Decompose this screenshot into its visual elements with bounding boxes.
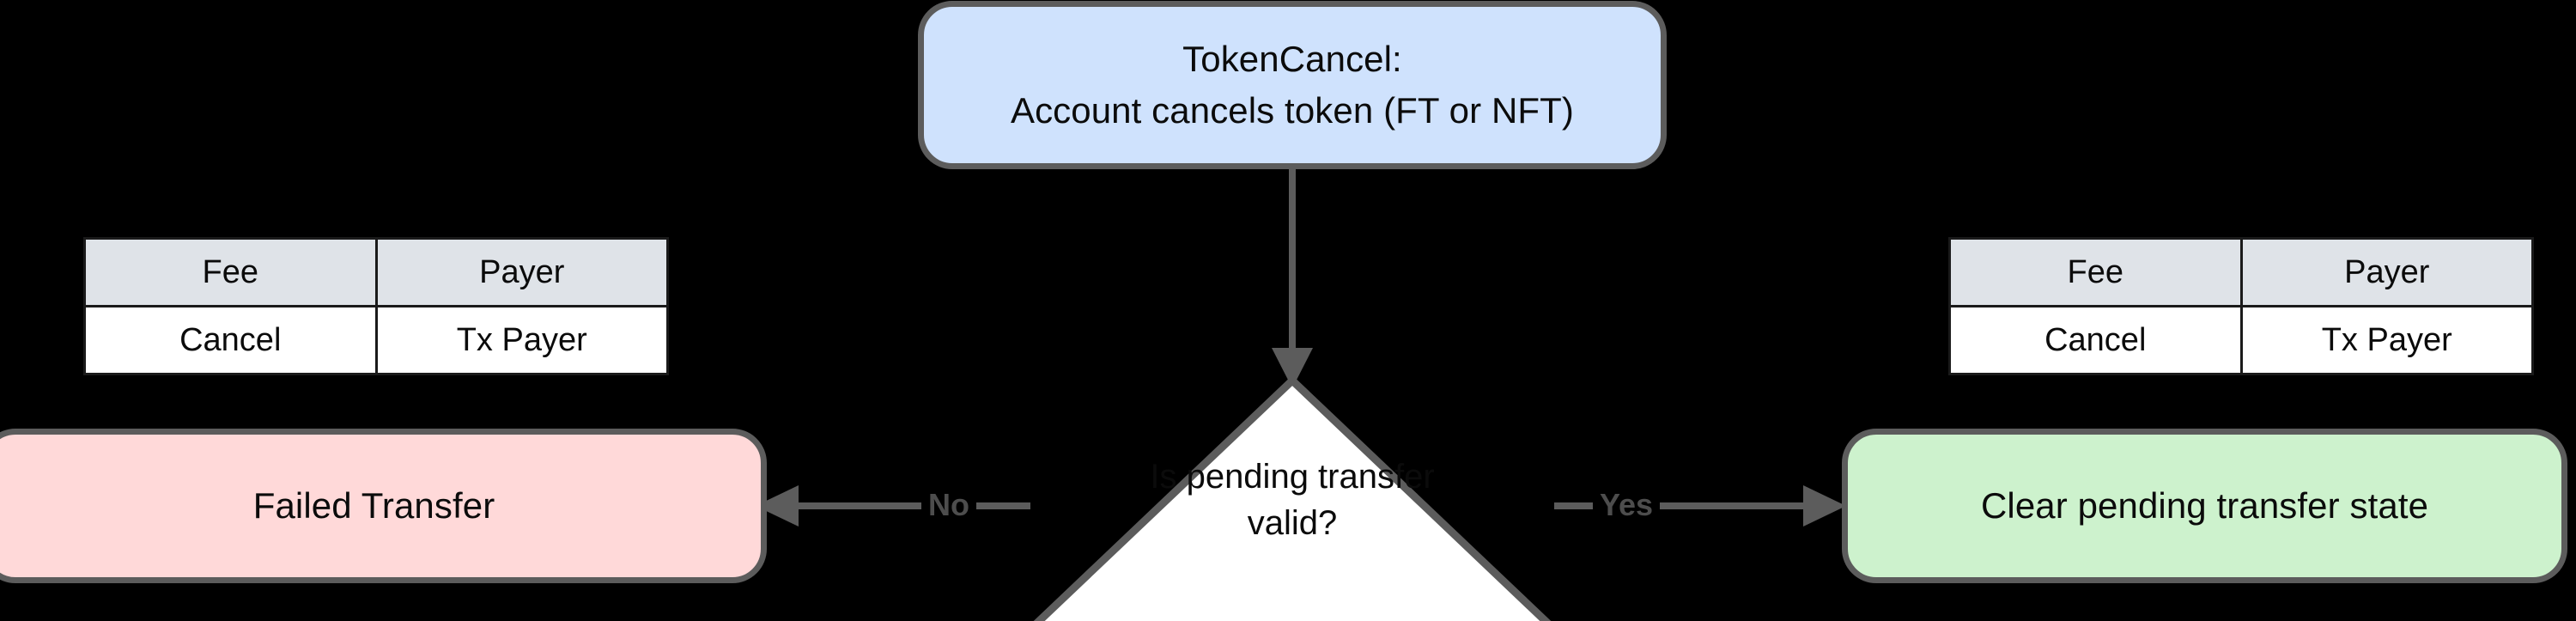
table-header-row: Fee Payer xyxy=(83,237,669,307)
decision-diamond-shape xyxy=(1033,376,1552,621)
fee-table-left: Fee Payer Cancel Tx Payer xyxy=(83,237,669,375)
node-clear-pending-transfer-state[interactable]: Clear pending transfer state xyxy=(1842,429,2567,583)
node-token-cancel[interactable]: TokenCancel: Account cancels token (FT o… xyxy=(918,1,1667,169)
node-failed-transfer[interactable]: Failed Transfer xyxy=(0,429,767,583)
table-cell-fee-value: Cancel xyxy=(83,305,378,375)
table-header-row: Fee Payer xyxy=(1948,237,2534,307)
table-header-fee: Fee xyxy=(1948,237,2243,307)
edge-label-no: No xyxy=(921,487,976,523)
table-cell-fee-value: Cancel xyxy=(1948,305,2243,375)
fee-table-right: Fee Payer Cancel Tx Payer xyxy=(1948,237,2534,375)
edge-label-yes: Yes xyxy=(1593,487,1661,523)
node-decision-pending-transfer-valid[interactable]: Is pending transfer valid? xyxy=(1030,375,1554,621)
table-row: Cancel Tx Payer xyxy=(1948,305,2534,375)
edge-decision-to-failed xyxy=(756,485,1030,527)
table-cell-payer-value: Tx Payer xyxy=(374,305,669,375)
edge-token-to-decision xyxy=(1272,169,1313,388)
table-header-payer: Payer xyxy=(374,237,669,307)
node-failed-transfer-label: Failed Transfer xyxy=(252,485,495,527)
node-token-cancel-label: TokenCancel: Account cancels token (FT o… xyxy=(1010,39,1575,131)
table-header-fee: Fee xyxy=(83,237,378,307)
node-clear-pending-transfer-state-label: Clear pending transfer state xyxy=(1980,485,2429,527)
table-row: Cancel Tx Payer xyxy=(83,305,669,375)
table-cell-payer-value: Tx Payer xyxy=(2239,305,2534,375)
table-header-payer: Payer xyxy=(2239,237,2534,307)
